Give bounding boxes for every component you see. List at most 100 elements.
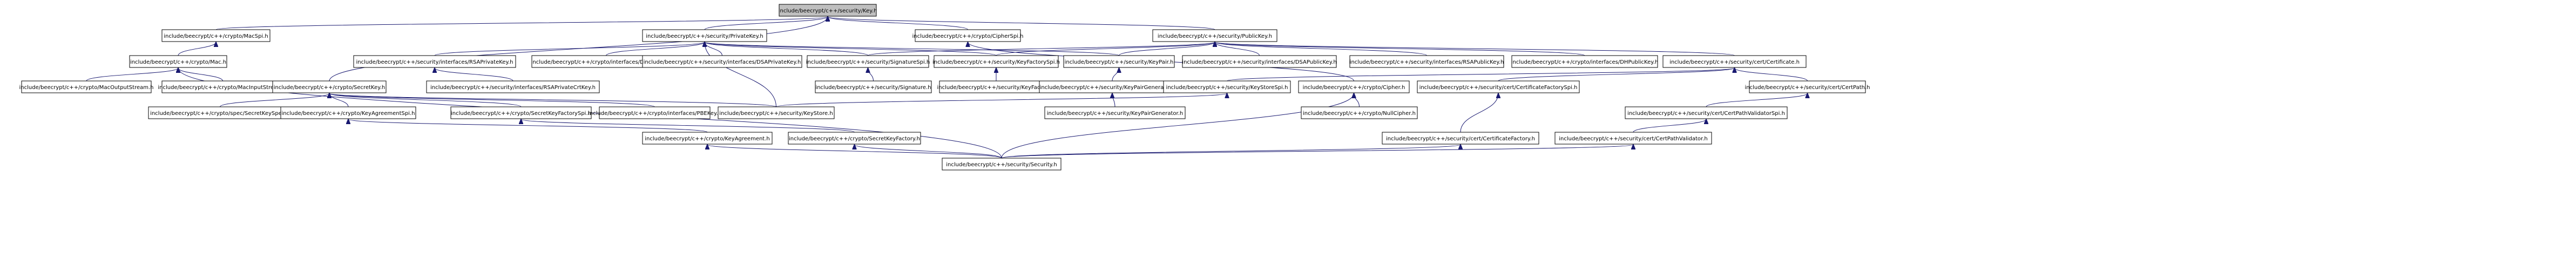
node-box[interactable] (1349, 55, 1504, 68)
node-label: include/beecrypt/c++/security/interfaces… (644, 59, 801, 65)
node-label: include/beecrypt/c++/crypto/SecretKeyFac… (451, 111, 591, 117)
node-box[interactable] (280, 106, 416, 119)
node-box[interactable] (942, 158, 1061, 171)
node-box[interactable] (1382, 132, 1539, 145)
nodes-layer: include/beecrypt/c++/security/Key.h inclu… (19, 4, 1870, 171)
node-box[interactable] (1182, 55, 1337, 68)
edge-macspi-to-securitykey (215, 17, 828, 30)
node-box[interactable] (1417, 80, 1580, 93)
node-cipher[interactable]: include/beecrypt/c++/crypto/Cipher.h (1298, 80, 1410, 93)
node-box[interactable] (1511, 55, 1658, 68)
node-macinputstream[interactable]: include/beecrypt/c++/crypto/MacInputStre… (158, 80, 288, 93)
node-box[interactable] (642, 55, 802, 68)
node-rsaprivatekey[interactable]: include/beecrypt/c++/security/interfaces… (353, 55, 516, 68)
edge-signature-to-signaturespi (868, 68, 874, 81)
node-certpath[interactable]: include/beecrypt/c++/security/cert/CertP… (1745, 80, 1870, 93)
node-box[interactable] (1163, 80, 1291, 93)
node-dsapublickey[interactable]: include/beecrypt/c++/security/interfaces… (1182, 55, 1337, 68)
node-box[interactable] (353, 55, 516, 68)
node-keyfactory[interactable]: include/beecrypt/c++/security/KeyFactory… (937, 80, 1056, 93)
node-signaturespi[interactable]: include/beecrypt/c++/security/SignatureS… (806, 55, 930, 68)
node-box[interactable] (1301, 106, 1418, 119)
edge-publickey-to-securitykey (828, 17, 1215, 30)
node-certificate[interactable]: include/beecrypt/c++/security/cert/Certi… (1662, 55, 1807, 68)
node-signature[interactable]: include/beecrypt/c++/security/Signature.… (815, 80, 932, 93)
node-label: include/beecrypt/c++/crypto/interfaces/P… (588, 111, 721, 117)
edge-cipherspi-to-securitykey (828, 17, 968, 30)
node-box[interactable] (450, 106, 592, 119)
node-box[interactable] (1152, 29, 1277, 42)
edge-certificatefactoryspi-to-certificate (1498, 68, 1735, 81)
node-secretkey[interactable]: include/beecrypt/c++/crypto/SecretKey.h (272, 80, 387, 93)
node-label: include/beecrypt/c++/crypto/Mac.h (130, 59, 226, 65)
node-secretkeyfactoryspi[interactable]: include/beecrypt/c++/crypto/SecretKeyFac… (450, 106, 592, 119)
node-security[interactable]: include/beecrypt/c++/security/Security.h (942, 158, 1061, 171)
node-box[interactable] (426, 80, 600, 93)
node-publickey[interactable]: include/beecrypt/c++/security/PublicKey.… (1152, 29, 1277, 42)
node-rsaprivatecrtkey[interactable]: include/beecrypt/c++/security/interfaces… (426, 80, 600, 93)
node-box[interactable] (642, 29, 767, 42)
node-keystorespi[interactable]: include/beecrypt/c++/security/KeyStoreSp… (1163, 80, 1291, 93)
node-label: include/beecrypt/c++/security/KeyFactory… (932, 59, 1060, 65)
node-box[interactable] (642, 132, 773, 145)
node-box[interactable] (1063, 55, 1175, 68)
node-label: include/beecrypt/c++/crypto/spec/SecretK… (150, 111, 290, 117)
node-label: include/beecrypt/c++/crypto/interfaces/D… (1511, 59, 1659, 65)
edge-keyagreement-to-keyagreementspi (348, 119, 708, 133)
node-certpathvalidator[interactable]: include/beecrypt/c++/security/cert/CertP… (1554, 132, 1712, 145)
edge-keyfactoryspi-to-privatekey (705, 42, 997, 56)
edge-certificate-to-publickey (1215, 42, 1735, 56)
node-box[interactable] (1749, 80, 1866, 93)
node-pbekey[interactable]: include/beecrypt/c++/crypto/interfaces/P… (588, 106, 721, 119)
node-certificatefactoryspi[interactable]: include/beecrypt/c++/security/cert/Certi… (1417, 80, 1580, 93)
node-privatekey[interactable]: include/beecrypt/c++/security/PrivateKey… (642, 29, 767, 42)
node-box[interactable] (807, 55, 929, 68)
node-dhpublickey[interactable]: include/beecrypt/c++/crypto/interfaces/D… (1511, 55, 1659, 68)
node-secretkeyspec[interactable]: include/beecrypt/c++/crypto/spec/SecretK… (148, 106, 292, 119)
node-box[interactable] (21, 80, 152, 93)
node-nullcipher[interactable]: include/beecrypt/c++/crypto/NullCipher.h (1301, 106, 1418, 119)
node-box[interactable] (599, 106, 711, 119)
node-mac[interactable]: include/beecrypt/c++/crypto/Mac.h (129, 55, 227, 68)
node-box[interactable] (934, 55, 1059, 68)
node-label: include/beecrypt/c++/security/SignatureS… (806, 59, 930, 65)
node-secretkeyfactory[interactable]: include/beecrypt/c++/crypto/SecretKeyFac… (788, 132, 921, 145)
node-box[interactable] (1044, 106, 1186, 119)
node-keyfactoryspi[interactable]: include/beecrypt/c++/security/KeyFactory… (932, 55, 1060, 68)
node-keypair[interactable]: include/beecrypt/c++/security/KeyPair.h (1063, 55, 1175, 68)
node-label: include/beecrypt/c++/security/cert/Certi… (1386, 136, 1535, 142)
node-box[interactable] (815, 80, 932, 93)
edge-pbekey-to-secretkey (329, 93, 655, 107)
node-cipherspi[interactable]: include/beecrypt/c++/crypto/CipherSpi.h (912, 29, 1024, 42)
node-securitykey[interactable]: include/beecrypt/c++/security/Key.h (779, 4, 877, 17)
node-box[interactable] (129, 55, 227, 68)
edge-rsaprivatecrtkey-to-rsaprivatekey (435, 68, 513, 81)
node-label: include/beecrypt/c++/crypto/Cipher.h (1303, 85, 1405, 91)
node-macoutputstream[interactable]: include/beecrypt/c++/crypto/MacOutputStr… (19, 80, 154, 93)
node-box[interactable] (915, 29, 1021, 42)
node-box[interactable] (718, 106, 835, 119)
node-rsapublickey[interactable]: include/beecrypt/c++/security/interfaces… (1349, 55, 1504, 68)
node-certificatefactory[interactable]: include/beecrypt/c++/security/cert/Certi… (1382, 132, 1539, 145)
node-label: include/beecrypt/c++/security/Key.h (779, 8, 877, 14)
node-dsaprivatekey[interactable]: include/beecrypt/c++/security/interfaces… (642, 55, 802, 68)
node-keystore[interactable]: include/beecrypt/c++/security/KeyStore.h (718, 106, 835, 119)
node-macspi[interactable]: include/beecrypt/c++/crypto/MacSpi.h (161, 29, 271, 42)
node-keypairgenerator[interactable]: include/beecrypt/c++/security/KeyPairGen… (1044, 106, 1186, 119)
node-box[interactable] (272, 80, 387, 93)
node-box[interactable] (1662, 55, 1807, 68)
node-box[interactable] (161, 29, 271, 42)
node-certpathvalidatorspi[interactable]: include/beecrypt/c++/security/cert/CertP… (1625, 106, 1788, 119)
edge-macoutputstream-to-mac (86, 68, 178, 81)
node-box[interactable] (1625, 106, 1788, 119)
edge-privatekey-to-securitykey (704, 17, 828, 30)
node-box[interactable] (1554, 132, 1712, 145)
node-box[interactable] (779, 4, 877, 17)
node-keyagreement[interactable]: include/beecrypt/c++/crypto/KeyAgreement… (642, 132, 773, 145)
edge-certpath-to-certificate (1735, 68, 1808, 81)
node-box[interactable] (1298, 80, 1410, 93)
node-label: include/beecrypt/c++/security/KeyFactory… (937, 85, 1055, 91)
node-box[interactable] (788, 132, 921, 145)
node-label: include/beecrypt/c++/crypto/MacSpi.h (164, 33, 268, 39)
node-keyagreementspi[interactable]: include/beecrypt/c++/crypto/KeyAgreement… (280, 106, 416, 119)
